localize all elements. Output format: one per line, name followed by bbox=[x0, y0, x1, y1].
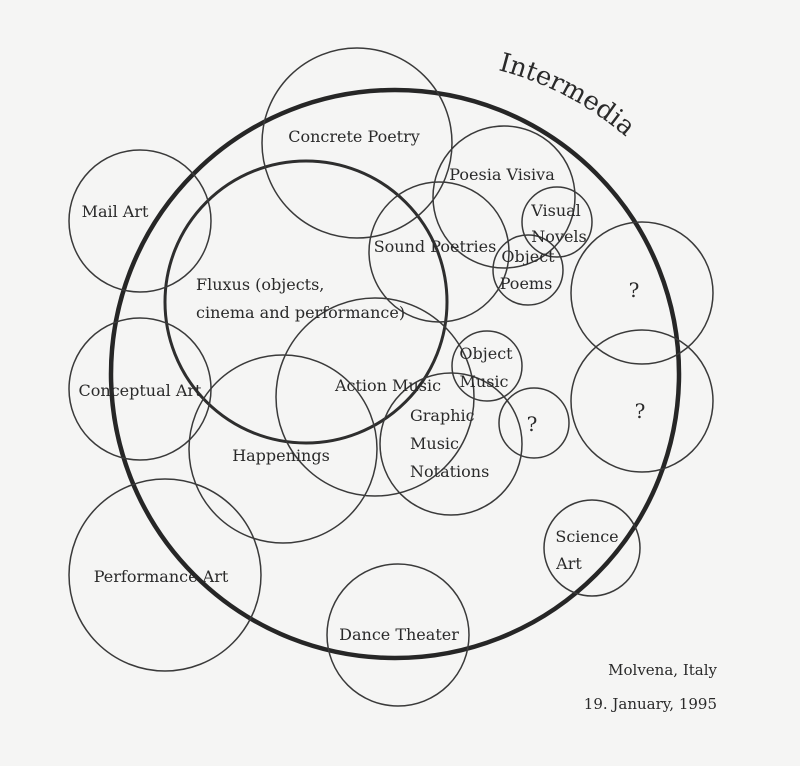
footer-date: 19. January, 1995 bbox=[584, 695, 717, 713]
graphic-music-notations-label-line-3: Notations bbox=[410, 462, 489, 481]
graphic-music-notations-circle bbox=[379, 372, 523, 516]
concrete-poetry-label: Concrete Poetry bbox=[288, 127, 420, 146]
visual-novels-circle bbox=[521, 186, 593, 258]
unknown-label-2: ? bbox=[527, 412, 538, 436]
science-art-circle bbox=[543, 499, 641, 597]
graphic-music-notations-label-line-1: Graphic bbox=[410, 406, 475, 425]
object-poems-label-line-2: Poems bbox=[500, 274, 553, 293]
happenings-circle bbox=[188, 354, 378, 544]
unknown-circle-1 bbox=[570, 221, 714, 365]
object-music-circle bbox=[451, 330, 523, 402]
action-music-circle bbox=[275, 297, 475, 497]
visual-novels-label-line-1: Visual bbox=[530, 201, 581, 220]
mail-art-circle bbox=[68, 149, 212, 293]
object-poems-circle bbox=[492, 234, 564, 306]
visual-novels-label-line-2: Novels bbox=[531, 227, 586, 246]
object-music-label-line-2: Music bbox=[460, 372, 509, 391]
unknown-circle-2 bbox=[498, 387, 570, 459]
intermedia-circle bbox=[108, 87, 682, 661]
dance-theater-label: Dance Theater bbox=[339, 625, 459, 644]
concrete-poetry-circle bbox=[261, 47, 453, 239]
fluxus-label-line-2: cinema and performance) bbox=[196, 303, 405, 322]
dance-theater-circle bbox=[326, 563, 470, 707]
mail-art-label: Mail Art bbox=[82, 202, 149, 221]
fluxus-label-line-1: Fluxus (objects, bbox=[196, 275, 324, 294]
performance-art-label: Performance Art bbox=[94, 567, 229, 586]
unknown-label-1: ? bbox=[629, 278, 640, 302]
unknown-label-3: ? bbox=[635, 399, 646, 423]
diagram-title: Intermedia bbox=[496, 48, 641, 143]
sound-poetries-label: Sound Poetries bbox=[374, 237, 497, 256]
science-art-label-line-2: Art bbox=[555, 554, 582, 573]
happenings-label: Happenings bbox=[232, 446, 330, 465]
action-music-label: Action Music bbox=[334, 376, 441, 395]
performance-art-circle bbox=[68, 478, 262, 672]
object-poems-label-line-1: Object bbox=[501, 247, 555, 266]
object-music-label-line-1: Object bbox=[459, 344, 513, 363]
poesia-visiva-label: Poesia Visiva bbox=[449, 165, 555, 184]
graphic-music-notations-label-line-2: Music bbox=[410, 434, 459, 453]
conceptual-art-label: Conceptual Art bbox=[79, 381, 203, 400]
fluxus-circle bbox=[163, 159, 449, 445]
footer-place: Molvena, Italy bbox=[608, 661, 717, 679]
poesia-visiva-circle bbox=[432, 125, 576, 269]
unknown-circle-3 bbox=[570, 329, 714, 473]
science-art-label-line-1: Science bbox=[555, 527, 618, 546]
